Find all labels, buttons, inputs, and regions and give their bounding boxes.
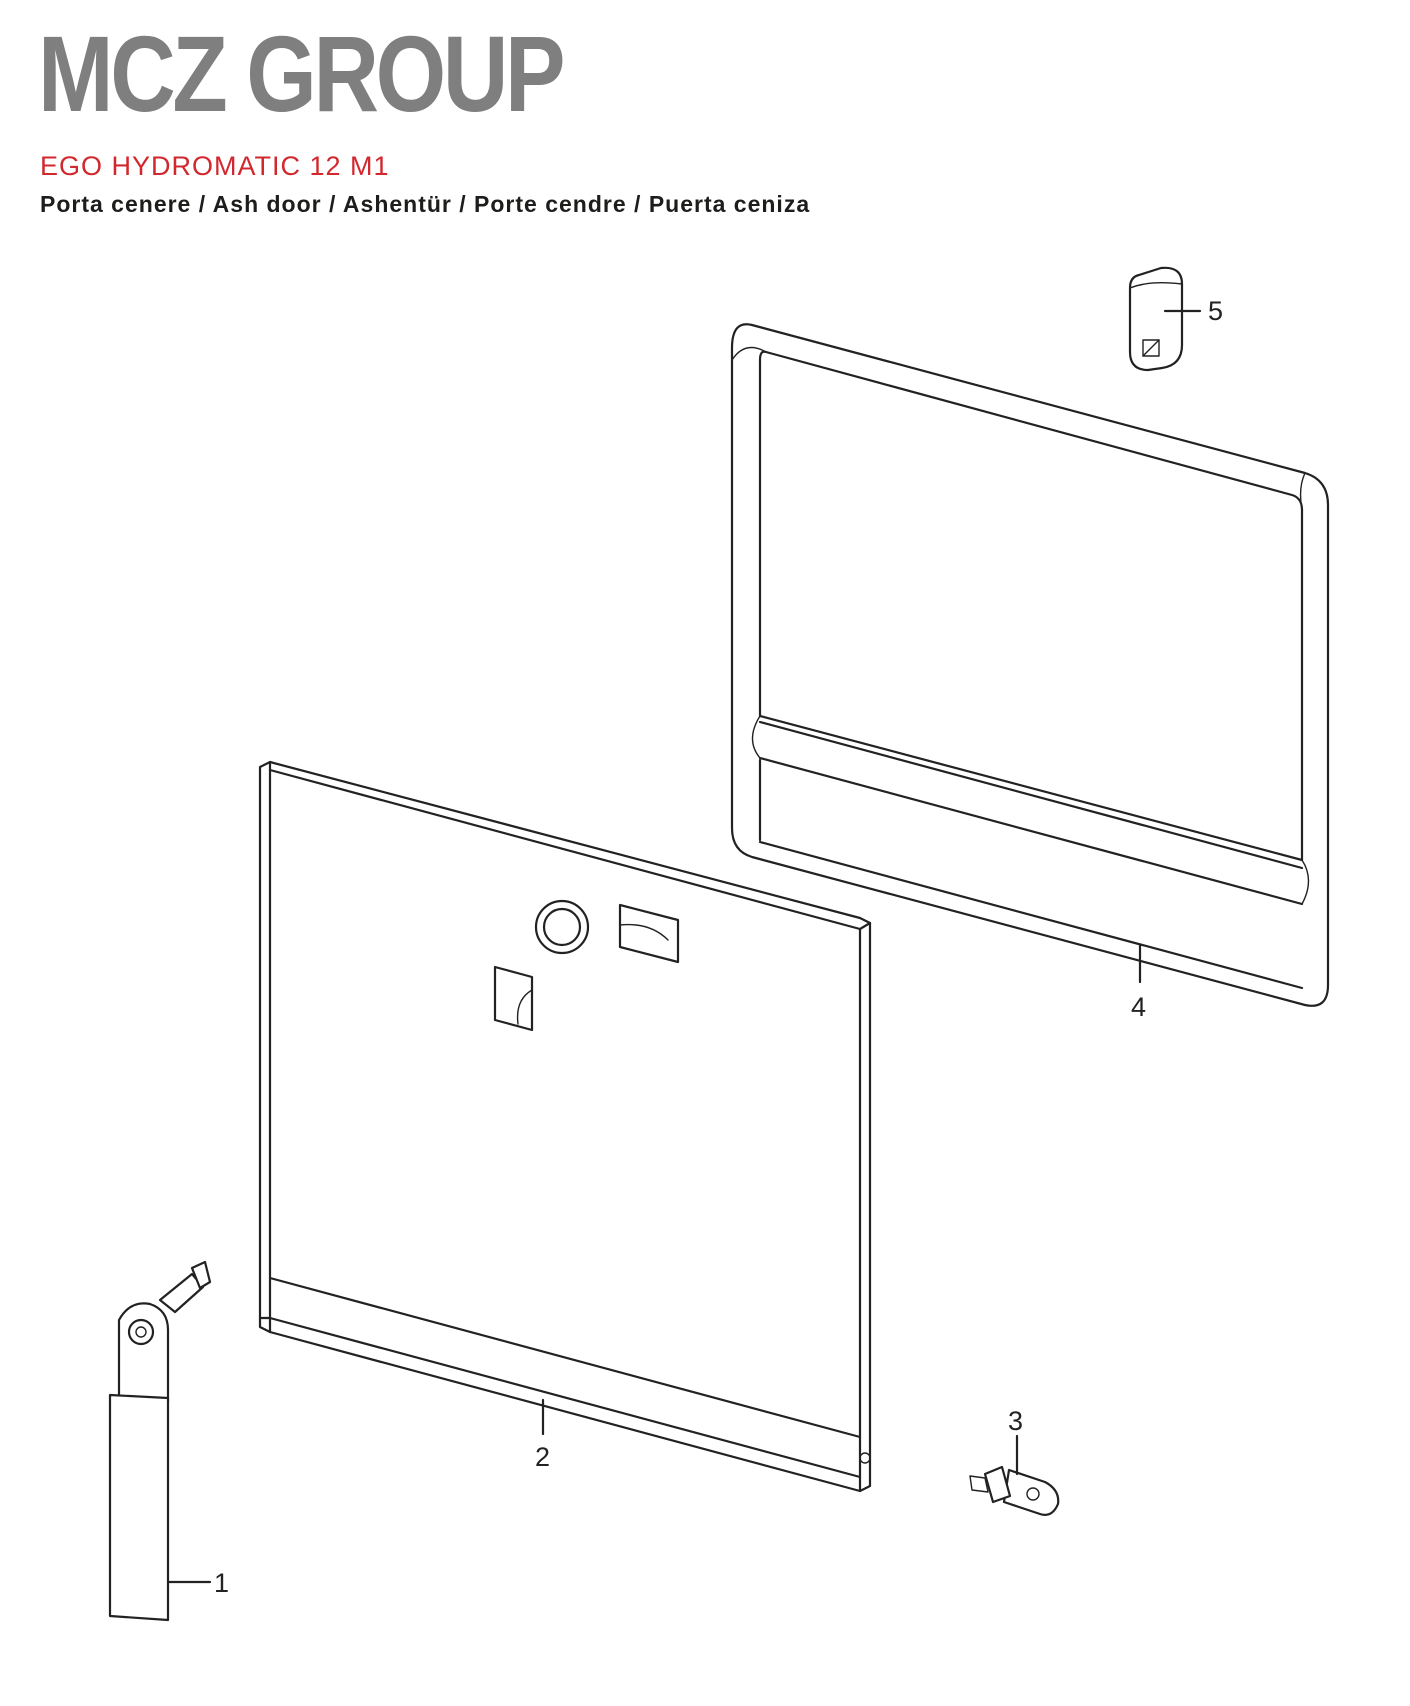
callout-2: 2 xyxy=(535,1442,550,1472)
part-5-clip xyxy=(1128,266,1202,372)
part-1-handle xyxy=(108,1260,212,1622)
part-group-title: Porta cenere / Ash door / Ashentür / Por… xyxy=(40,191,811,217)
brand-logo: MCZ GROUP xyxy=(38,13,566,134)
callout-3: 3 xyxy=(1008,1406,1023,1436)
callout-1: 1 xyxy=(214,1568,229,1598)
part-3-hinge-pin xyxy=(969,1434,1060,1516)
part-2-ash-door xyxy=(258,760,872,1493)
callout-5: 5 xyxy=(1208,296,1223,326)
model-title: EGO HYDROMATIC 12 M1 xyxy=(40,151,390,181)
callout-4: 4 xyxy=(1131,992,1146,1022)
part-4-gasket-frame xyxy=(730,323,1330,1007)
